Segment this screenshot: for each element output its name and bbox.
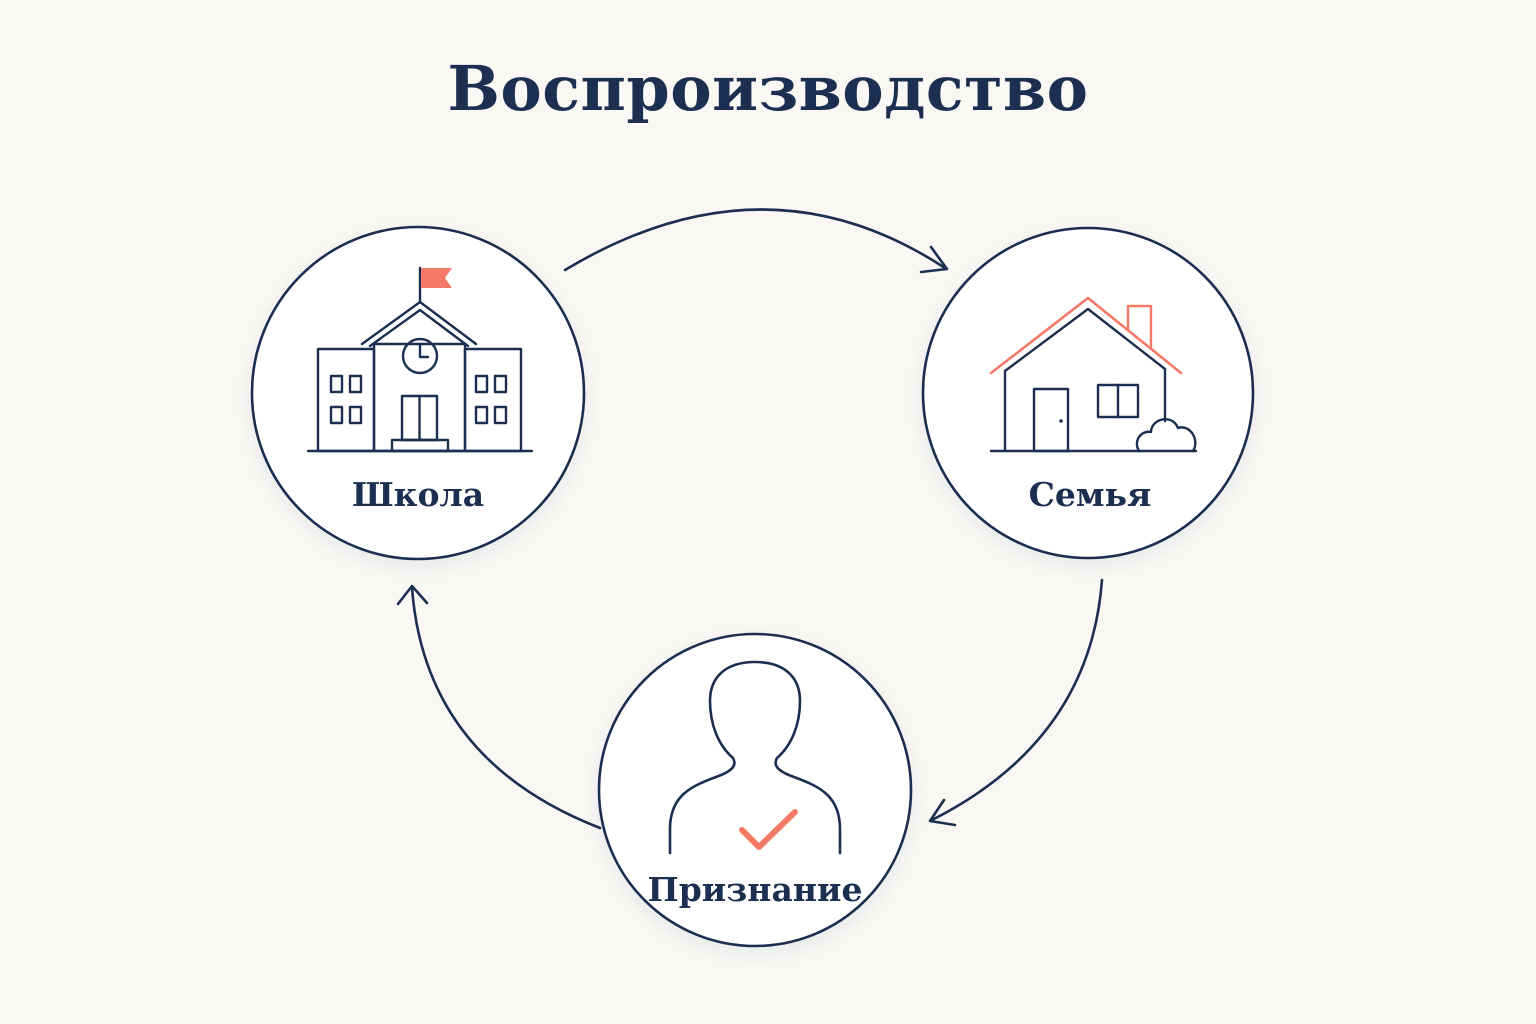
node-school-label: Школа [352,475,484,514]
person-icon [668,660,842,855]
node-school: Школа [250,225,586,561]
arrow-school-to-family [563,208,949,274]
node-recognition: Признание [597,632,913,948]
diagram-title: Воспроизводство [447,52,1089,125]
check-icon [739,809,798,850]
house-icon [989,296,1198,453]
node-family-label: Семья [1029,475,1152,514]
arrow-recognition-to-school [396,584,602,830]
node-family-circle [921,226,1255,560]
arrow-family-to-recognition [928,578,1104,827]
node-recognition-label: Признание [648,870,863,909]
flag-icon [421,268,452,288]
node-recognition-circle [597,632,913,948]
node-school-circle [250,225,586,561]
node-family: Семья [921,226,1255,560]
school-building-icon [306,266,534,453]
